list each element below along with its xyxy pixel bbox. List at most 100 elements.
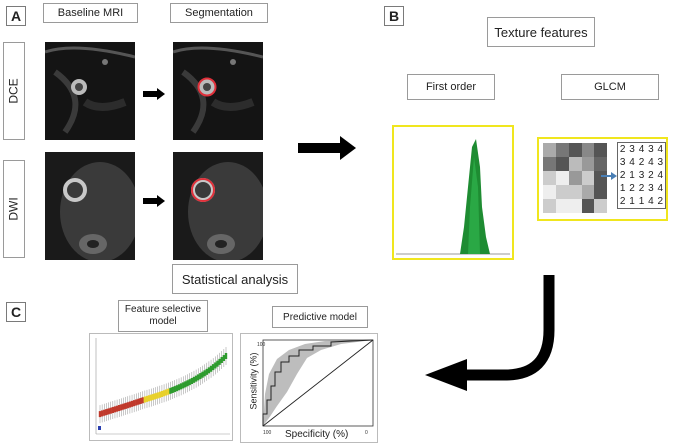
feature-selective-plot (89, 333, 233, 441)
glcm-matrix-cell: 3 (629, 144, 635, 155)
curved-arrow-icon (425, 275, 555, 391)
feature-box (98, 426, 101, 430)
feature-box (160, 391, 164, 398)
svg-text:0: 0 (365, 430, 368, 436)
glcm-matrix-cell: 1 (629, 170, 635, 181)
dwi-label-text: DWI (7, 197, 22, 221)
dwi-arrow-icon (143, 195, 165, 207)
glcm-pointer-arrow-icon (601, 172, 617, 180)
feature-box (124, 402, 127, 409)
feature-box (128, 401, 132, 408)
feature-box (98, 411, 102, 418)
glcm-matrix-cell: 2 (619, 196, 626, 207)
dce-label-text: DCE (7, 78, 21, 104)
panel-b-label: B (384, 6, 404, 26)
feature-box (169, 387, 172, 394)
glcm-matrix-cell: 2 (638, 157, 645, 168)
feature-box (162, 390, 166, 397)
glcm-matrix-cell: 2 (619, 144, 626, 155)
feature-box (132, 400, 136, 407)
glcm-matrix-cell: 2 (648, 170, 654, 181)
feature-box (100, 410, 104, 417)
feature-box (167, 388, 170, 395)
feature-box (184, 381, 187, 388)
dwi-baseline-image (45, 152, 135, 260)
feature-box (186, 380, 189, 387)
feature-box (211, 364, 215, 371)
first-order-histogram (392, 125, 514, 260)
feature-box (165, 389, 168, 396)
glcm-matrix-cell: 3 (638, 170, 645, 181)
glcm-label: GLCM (561, 74, 659, 100)
feature-box (139, 397, 142, 404)
glcm-grid-image (543, 143, 607, 213)
feature-box (147, 395, 151, 402)
panel-c-label: C (6, 302, 26, 322)
glcm-matrix-cell: 1 (619, 183, 626, 194)
feature-box (103, 409, 106, 416)
feature-box (220, 356, 223, 363)
dce-baseline-image (45, 42, 135, 140)
glcm-matrix-cell: 1 (629, 196, 635, 207)
feature-box (105, 409, 108, 416)
feature-box (222, 355, 226, 362)
statistical-analysis-label: Statistical analysis (172, 264, 298, 294)
feature-box (173, 386, 176, 393)
feature-box (115, 405, 119, 412)
glcm-matrix-cell: 3 (648, 144, 654, 155)
feature-box (122, 403, 125, 410)
feature-box (209, 365, 213, 372)
feature-box (216, 360, 219, 367)
svg-text:100: 100 (263, 430, 272, 436)
dwi-segmentation-image (173, 152, 263, 260)
dce-arrow-icon (143, 88, 165, 100)
feature-box (120, 404, 123, 411)
svg-text:100: 100 (257, 342, 266, 348)
glcm-matrix-cell: 3 (657, 157, 664, 168)
glcm-matrix-cell: 4 (648, 196, 654, 207)
feature-box (194, 375, 198, 382)
segmentation-label: Segmentation (170, 3, 268, 23)
feature-box (218, 358, 221, 365)
feature-box (126, 402, 129, 409)
glcm-matrix-cell: 3 (648, 183, 654, 194)
feature-box (150, 394, 153, 401)
feature-box (158, 391, 161, 398)
feature-box (156, 392, 159, 399)
glcm-matrix-cell: 4 (648, 157, 654, 168)
feature-box (224, 353, 228, 359)
feature-box (192, 376, 196, 383)
feature-box (130, 400, 134, 407)
glcm-matrix-cell: 2 (657, 196, 664, 207)
baseline-mri-label: Baseline MRI (43, 3, 138, 23)
roc-curve-plot: 100 0 100 Sensitivity (%) Specificity (%… (240, 333, 378, 443)
feature-box (154, 393, 157, 400)
glcm-matrix-cell: 4 (638, 144, 645, 155)
feature-box (143, 396, 147, 403)
feature-box (137, 398, 140, 405)
dwi-row-label: DWI (3, 160, 25, 258)
glcm-matrix-cell: 4 (657, 170, 664, 181)
first-order-label: First order (407, 74, 495, 100)
glcm-matrix-cell: 1 (638, 196, 645, 207)
feature-box (201, 371, 204, 378)
feature-box (141, 397, 144, 404)
feature-box (109, 407, 112, 414)
feature-box (190, 378, 194, 385)
glcm-matrix-cell: 4 (657, 183, 664, 194)
feature-box (152, 393, 155, 400)
feature-box (111, 407, 115, 414)
feature-box (107, 408, 110, 415)
feature-box (214, 362, 217, 369)
glcm-matrix-cell: 2 (619, 170, 626, 181)
feature-box (203, 370, 206, 377)
feature-selective-label: Feature selective model (118, 300, 208, 332)
feature-box (118, 404, 121, 411)
